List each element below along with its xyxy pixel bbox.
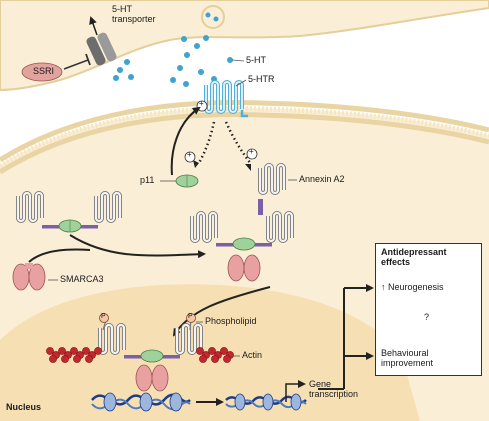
receptor-label: 5-HTR bbox=[248, 74, 275, 84]
plus-sign-right: + bbox=[249, 147, 254, 156]
annexin-label: Annexin A2 bbox=[299, 174, 345, 184]
antidepressant-effects-box bbox=[375, 243, 482, 376]
question-mark: ? bbox=[424, 312, 430, 322]
ssri-label: SSRI bbox=[33, 66, 55, 76]
plus-sign-left: + bbox=[187, 150, 192, 159]
transporter-protein bbox=[86, 32, 117, 66]
phospho-mark-right: P bbox=[188, 313, 193, 320]
smarca3-protein bbox=[12, 263, 46, 291]
serotonin-molecules bbox=[113, 35, 233, 87]
effect-behavioural: Behavioural improvement bbox=[381, 348, 434, 368]
complex-upper-left bbox=[16, 191, 122, 233]
serotonin-receptor bbox=[204, 80, 248, 118]
synaptic-vesicle bbox=[201, 5, 225, 29]
smarca3-label: SMARCA3 bbox=[60, 274, 104, 284]
transporter-label: 5-HT transporter bbox=[112, 4, 156, 24]
presynaptic-terminal bbox=[0, 0, 489, 92]
complex-middle bbox=[190, 211, 294, 282]
dna-right bbox=[225, 393, 307, 411]
complex-nucleus bbox=[98, 313, 203, 392]
annexin-a2 bbox=[258, 163, 286, 215]
phospho-mark-left: P bbox=[101, 313, 106, 320]
ssri-shape bbox=[21, 62, 63, 82]
phospholipid-label: Phospholipid bbox=[205, 316, 257, 326]
gene-transcription-label: Gene transcription bbox=[309, 379, 359, 399]
effect-neurogenesis: ↑ Neurogenesis bbox=[381, 282, 444, 292]
actin-label: Actin bbox=[242, 350, 263, 360]
nucleus-label: Nucleus bbox=[6, 402, 42, 412]
effects-title: Antidepressant effects bbox=[381, 247, 447, 267]
p11-label: p11 bbox=[140, 175, 155, 185]
serotonin-label: 5-HT bbox=[246, 55, 266, 65]
dna-left bbox=[91, 392, 191, 412]
receptor-plus-sign: + bbox=[199, 99, 204, 108]
